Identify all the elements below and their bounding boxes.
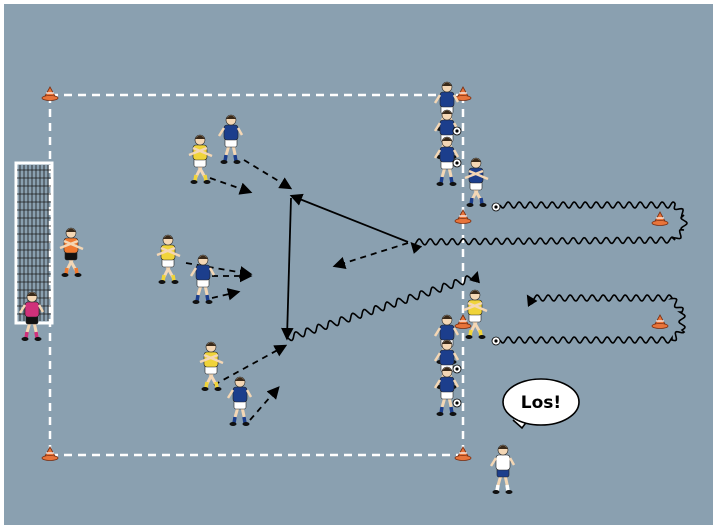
cone-icon <box>41 446 59 461</box>
movement-arrows <box>185 159 409 421</box>
player-icon <box>464 157 501 212</box>
cone-icon <box>651 314 669 329</box>
run-arrow <box>243 159 293 190</box>
player-icon <box>217 114 244 164</box>
cone-icon <box>454 446 472 461</box>
ball-icon <box>452 126 462 136</box>
field-background <box>4 4 713 525</box>
dribble-arrow <box>287 271 480 342</box>
cone-icon <box>454 209 472 224</box>
run-arrow <box>213 344 288 386</box>
ball-icon <box>452 364 462 374</box>
speech-bubble-text: Los! <box>521 393 561 413</box>
ball-icon <box>491 202 501 212</box>
goalkeeper-icon <box>18 291 45 341</box>
dribble-arrow <box>499 294 686 344</box>
cone-icon <box>651 211 669 226</box>
run-arrow <box>249 386 280 421</box>
ball-icon <box>452 398 462 408</box>
dribble-arrow <box>410 201 688 254</box>
cone-icon <box>41 86 59 101</box>
pass-arrow <box>280 197 294 341</box>
ball-icon <box>491 336 501 346</box>
field-boundary <box>48 93 465 457</box>
dribble-arrows-group <box>287 201 688 344</box>
player-icon <box>226 376 253 426</box>
cones-group <box>41 86 669 461</box>
ball-icon <box>452 158 462 168</box>
speech-bubble-icon: Los! <box>502 378 580 430</box>
player-icon <box>189 254 216 304</box>
cone-icon <box>454 86 472 101</box>
coach-icon <box>489 444 516 494</box>
player-icon <box>433 366 462 416</box>
player-icon <box>188 134 213 184</box>
run-arrow <box>211 288 241 301</box>
goalkeeper-icon <box>59 227 84 277</box>
run-arrow <box>209 177 253 195</box>
run-arrow <box>332 242 409 269</box>
pass-arrow <box>289 193 409 243</box>
player-icon <box>156 234 181 284</box>
cone-icon <box>454 314 472 329</box>
player-icon <box>433 136 462 186</box>
player-icon <box>199 341 224 391</box>
players-group <box>18 81 516 494</box>
player-icon <box>463 289 501 346</box>
